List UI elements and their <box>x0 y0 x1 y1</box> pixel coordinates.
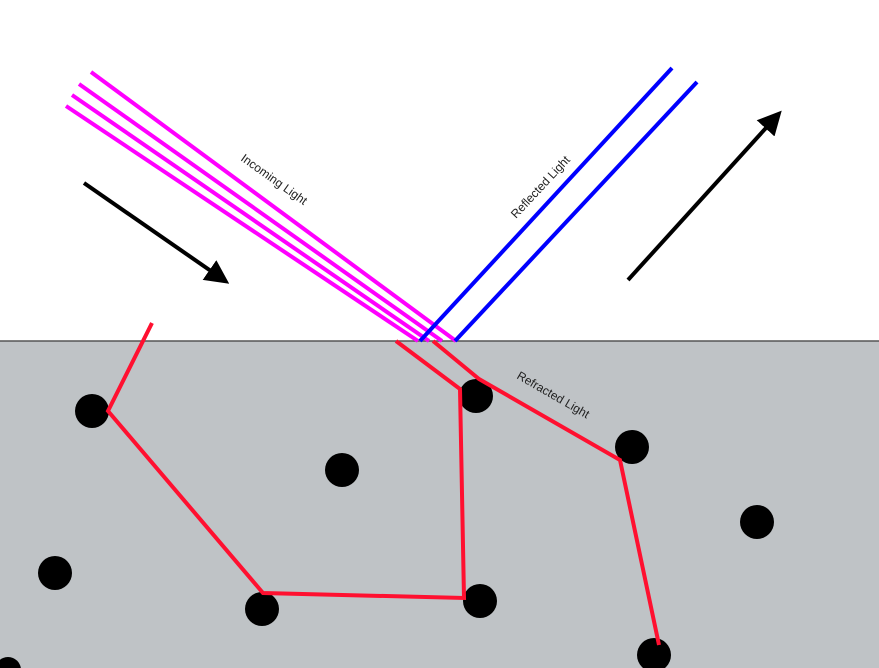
particle <box>459 379 493 413</box>
incoming-direction-arrow <box>82 181 230 284</box>
particle <box>0 657 21 668</box>
refracted-path-inner <box>105 322 467 601</box>
scattering-particles <box>0 379 774 668</box>
particle <box>740 505 774 539</box>
incoming-beam <box>64 104 420 343</box>
particle <box>245 592 279 626</box>
refracted-path-main <box>431 339 661 646</box>
particle <box>615 430 649 464</box>
incoming-beam <box>77 82 444 343</box>
particle <box>75 394 109 428</box>
incoming-light-beams <box>64 70 458 343</box>
incoming-light-label: Incoming Light <box>238 151 310 208</box>
particle <box>325 453 359 487</box>
reflected-direction-arrow <box>626 110 782 282</box>
particle <box>38 556 72 590</box>
reflected-light-beams <box>418 66 699 343</box>
particle <box>637 638 671 668</box>
reflected-beam <box>418 66 674 343</box>
incoming-beam <box>89 70 458 343</box>
refracted-light-paths <box>105 322 661 646</box>
particle <box>463 584 497 618</box>
reflected-beam <box>453 80 699 343</box>
medium-region <box>0 341 879 668</box>
incoming-beam <box>70 93 431 343</box>
